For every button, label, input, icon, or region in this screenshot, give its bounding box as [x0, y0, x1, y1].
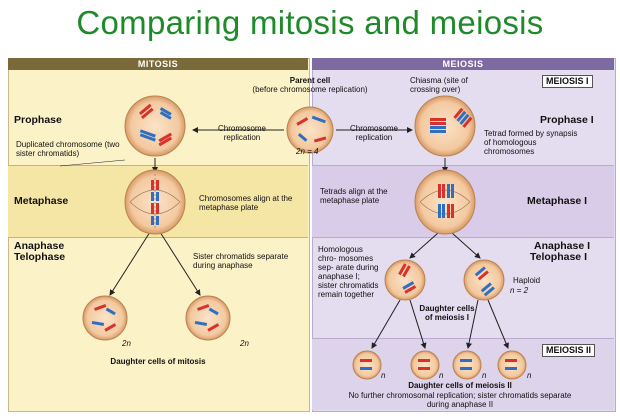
divider	[312, 237, 614, 238]
meiosis2-daughter-cell-3	[452, 350, 482, 380]
meiosis-header: MEIOSIS	[312, 58, 614, 70]
diagram-title: Comparing mitosis and meiosis	[76, 4, 544, 41]
chromosome-replication-left: Chromosome replication	[217, 124, 266, 142]
arrow	[371, 299, 401, 349]
mitosis-daughter-cell-right	[185, 295, 231, 341]
divider	[312, 338, 614, 339]
meiosis2-daughter-cell-4	[497, 350, 527, 380]
no-further-replication-label: No further chromosomal replication; sist…	[348, 391, 572, 409]
mitosis-metaphase-cell	[124, 169, 186, 235]
stage-prophase: Prophase	[14, 114, 62, 126]
divider	[312, 165, 614, 166]
mitosis-daughter-cell-left	[82, 295, 128, 341]
arrow	[451, 232, 481, 259]
mitosis-prophase-cell	[124, 95, 186, 157]
tetrads-align-label: Tetrads align at the metaphase plate	[320, 187, 388, 205]
stage-metaphase1: Metaphase I	[527, 195, 588, 207]
stage-anaphase1: Anaphase I	[534, 240, 591, 252]
parent-cell-sublabel: (before chromosome replication)	[252, 85, 368, 94]
ploidy-n-2: n	[439, 371, 444, 380]
ploidy-n-3: n	[482, 371, 487, 380]
daughter-meiosis1-label: Daughter cells of meiosis I	[419, 304, 475, 322]
chromosomes-align-label: Chromosomes align at the metaphase plate	[199, 194, 293, 212]
meiosis1-daughter-cell-left	[384, 259, 426, 301]
meiosis2-box: MEIOSIS II	[542, 344, 596, 357]
stage-telophase: Telophase	[14, 251, 66, 263]
chromosome-replication-right: Chromosome replication	[349, 124, 398, 142]
ploidy-2n-4: 2n = 4	[296, 147, 319, 156]
meiosis2-daughter-cell-1	[352, 350, 382, 380]
sister-chromatids-separate-label: Sister chromatids separate during anapha…	[193, 252, 289, 270]
stage-anaphase: Anaphase	[14, 240, 65, 252]
stage-metaphase: Metaphase	[14, 195, 69, 207]
mitosis-header: MITOSIS	[8, 58, 308, 70]
chiasma-label: Chiasma (site of crossing over)	[410, 76, 468, 94]
arrow	[409, 299, 427, 349]
haploid-label: Haploid	[513, 276, 541, 285]
parent-cell	[286, 106, 334, 154]
homologous-separate-label: Homologous chro- mosomes sep- arate duri…	[318, 245, 379, 299]
meiosis2-daughter-cell-2	[410, 350, 440, 380]
haploid-n2: n = 2	[510, 286, 529, 295]
arrow	[159, 231, 201, 296]
meiosis1-daughter-cell-right	[463, 259, 505, 301]
ploidy-2n-left: 2n	[122, 339, 131, 348]
daughter-meiosis2-label: Daughter cells of meiosis II	[408, 381, 512, 390]
pointer-line	[59, 159, 126, 167]
meiosis1-box: MEIOSIS I	[542, 75, 593, 88]
parent-cell-label: Parent cell	[289, 76, 331, 85]
meiosis-prophase1-cell	[414, 95, 476, 157]
divider	[8, 237, 308, 238]
divider	[8, 165, 308, 166]
arrow	[466, 299, 479, 349]
stage-prophase1: Prophase I	[540, 114, 594, 126]
arrow	[487, 299, 509, 349]
duplicated-chromosome-label: Duplicated chromosome (two sister chroma…	[16, 140, 120, 158]
tetrad-formed-label: Tetrad formed by synapsis of homologous …	[484, 129, 578, 156]
stage-telophase1: Telophase I	[530, 251, 587, 263]
arrow	[109, 231, 151, 296]
arrows	[59, 127, 509, 349]
daughter-mitosis-label: Daughter cells of mitosis	[110, 357, 206, 366]
ploidy-n-1: n	[381, 371, 386, 380]
meiosis-metaphase1-cell	[414, 169, 476, 235]
ploidy-2n-right: 2n	[240, 339, 249, 348]
arrow	[409, 232, 439, 259]
ploidy-n-4: n	[527, 371, 532, 380]
